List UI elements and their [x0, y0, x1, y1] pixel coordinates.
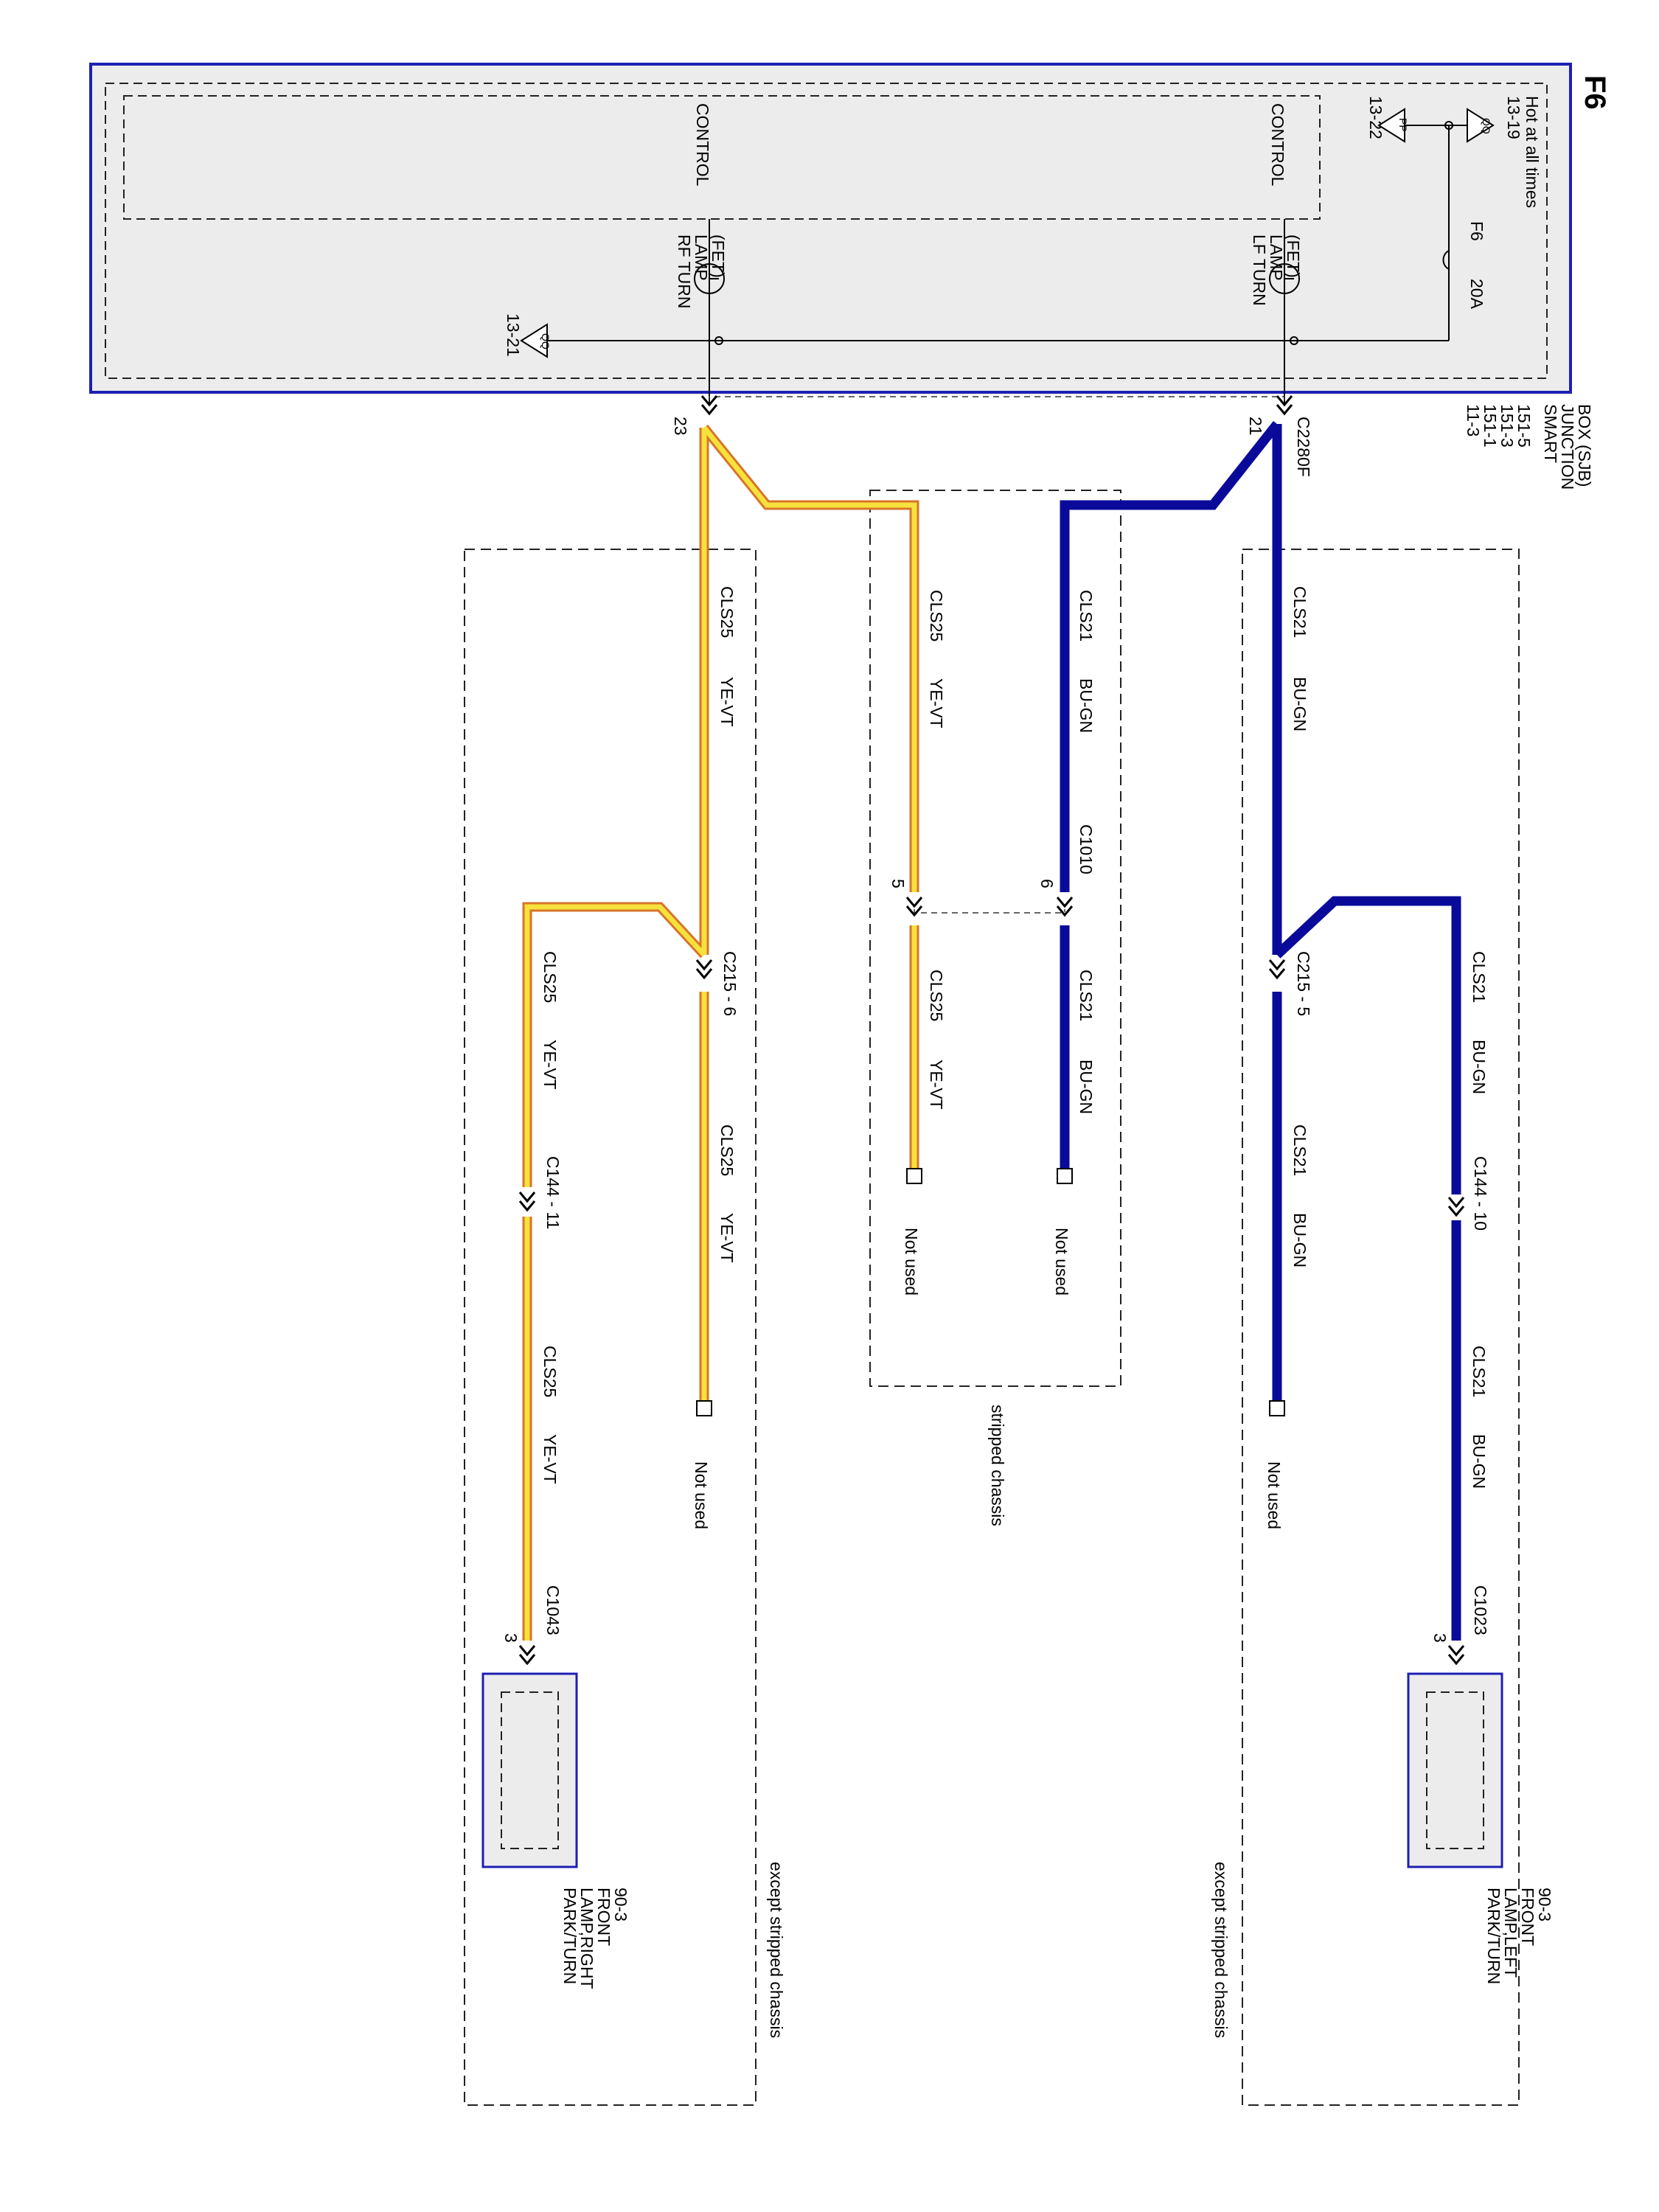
svg-text:CLS21: CLS21 [1077, 590, 1096, 641]
wire-labels: CLS21 BU-GN CLS21 BU-GN CLS21 BU-GN CLS2… [540, 586, 1489, 1489]
svg-text:CLS25: CLS25 [927, 970, 946, 1021]
pin-23: 23 [671, 417, 690, 436]
svg-text:CLS21: CLS21 [1290, 1124, 1310, 1176]
svg-text:CLS25: CLS25 [540, 951, 560, 1003]
park-turn-lamp-right-front [481, 1672, 578, 1868]
svg-text:CLS21: CLS21 [1470, 951, 1489, 1003]
connector-c215-5 [1268, 959, 1286, 979]
pp-symbol: PP [1377, 108, 1409, 143]
qq-symbol-top: QQ [1467, 108, 1495, 143]
rf-turn-fet [694, 219, 725, 406]
label-stripped-chassis: stripped chassis [988, 1405, 1007, 1526]
not-used-label-3: Not used [1052, 1228, 1071, 1295]
connector-c1043 [518, 1644, 536, 1665]
svg-text:YE-VT: YE-VT [717, 1213, 737, 1263]
svg-text:CLS25: CLS25 [540, 1346, 560, 1397]
not-used-terminal-c1010-5 [906, 1168, 922, 1184]
c1010-label: C1010 [1077, 824, 1096, 874]
sjb-name: SMARTJUNCTIONBOX (SJB) [1541, 404, 1594, 490]
connector-c2280f [700, 394, 1293, 415]
svg-text:CLS21: CLS21 [1470, 1346, 1489, 1397]
svg-text:PP: PP [1397, 118, 1409, 132]
not-used-label-4: Not used [902, 1228, 921, 1295]
svg-text:YE-VT: YE-VT [927, 678, 946, 728]
rf-control-label: CONTROL [693, 103, 712, 187]
wires-yellow [522, 424, 919, 1641]
connector-c1023 [1447, 1644, 1465, 1665]
svg-text:BU-GN: BU-GN [1077, 1060, 1096, 1114]
label-except-stripped-left: except stripped chassis [1211, 1862, 1231, 2038]
not-used-terminal-c215-6 [696, 1400, 712, 1416]
svg-text:CLS25: CLS25 [717, 586, 737, 638]
ref-13-19: 13-19 [1504, 96, 1523, 139]
c144-10-label: C144 - 10 [1471, 1156, 1490, 1231]
lf-control-label: CONTROL [1268, 103, 1287, 187]
connector-c144-10 [1447, 1196, 1465, 1217]
c215-6-label: C215 - 6 [720, 951, 740, 1016]
connector-c144-11 [518, 1191, 536, 1211]
rf-turn-lamp-label: RF TURNLAMP(FET) [675, 234, 728, 309]
qq-symbol-bottom: QQ [520, 323, 552, 358]
not-used-label-1: Not used [1265, 1461, 1284, 1529]
c1043-pin3: 3 [501, 1633, 521, 1643]
c1010-pin5: 5 [888, 879, 908, 888]
label-except-stripped-right: except stripped chassis [767, 1862, 786, 2038]
pin-21: 21 [1246, 417, 1265, 436]
fuse-rating: 20A [1467, 279, 1486, 310]
svg-text:YE-VT: YE-VT [540, 1040, 560, 1090]
svg-text:CLS25: CLS25 [927, 590, 946, 641]
lf-turn-lamp-label: LF TURNLAMP(FET) [1250, 234, 1303, 306]
c1023-pin3: 3 [1430, 1633, 1450, 1643]
wires-blue [1060, 420, 1461, 1641]
c1043-label: C1043 [543, 1585, 563, 1635]
c1010-bracket [914, 909, 1065, 914]
lamp-left-label: PARK/TURNLAMP,LEFTFRONT90-3 [1484, 1888, 1554, 1984]
svg-text:YE-VT: YE-VT [927, 1060, 946, 1110]
not-used-label-2: Not used [692, 1461, 711, 1529]
lamp-right-label: PARK/TURNLAMP,RIGHTFRONT90-3 [560, 1888, 630, 1989]
sjb-refs: 11-3151-1151-3151-5 [1464, 404, 1534, 448]
not-used-terminal-c1010-6 [1057, 1168, 1073, 1184]
fuse-label: F6 [1467, 221, 1486, 241]
fuse-f6-symbol [1442, 250, 1450, 270]
region-right-except-stripped [464, 549, 757, 2106]
hot-at-all-times: Hot at all times [1523, 96, 1542, 208]
ref-13-21: 13-21 [504, 313, 523, 357]
svg-text:YE-VT: YE-VT [540, 1434, 560, 1484]
region-left-except-stripped [1242, 549, 1520, 2106]
wire-cls21-stripped [1060, 420, 1281, 892]
svg-text:BU-GN: BU-GN [1470, 1434, 1489, 1489]
c144-11-label: C144 - 11 [543, 1156, 563, 1229]
wire-cls25-branch [524, 904, 706, 1187]
ref-13-22: 13-22 [1366, 96, 1385, 139]
region-stripped-chassis [869, 490, 1121, 1387]
not-used-terminal-c215-5 [1269, 1400, 1285, 1416]
svg-text:BU-GN: BU-GN [1290, 677, 1310, 731]
sjb-outer-frame [89, 63, 1572, 394]
connector-c215-6 [695, 959, 713, 979]
lf-turn-fet [1269, 219, 1300, 406]
c1010-pin6: 6 [1037, 879, 1057, 888]
c1023-label: C1023 [1471, 1585, 1490, 1635]
smart-junction-box: SMARTJUNCTIONBOX (SJB) 11-3151-1151-3151… [89, 63, 1594, 490]
svg-text:YE-VT: YE-VT [717, 677, 737, 727]
wire-cls25-stripped [702, 425, 917, 892]
c2280f-label: C2280F [1294, 417, 1313, 477]
svg-text:BU-GN: BU-GN [1077, 678, 1096, 733]
svg-text:QQ: QQ [540, 333, 552, 349]
page-id: F6 [1579, 75, 1611, 110]
park-turn-lamp-left-front [1407, 1672, 1503, 1868]
svg-text:CLS25: CLS25 [717, 1124, 737, 1176]
c215-5-label: C215 - 5 [1294, 951, 1313, 1016]
svg-text:CLS21: CLS21 [1290, 586, 1310, 638]
sjb-inner-dashed [105, 83, 1548, 379]
svg-text:CLS21: CLS21 [1077, 970, 1096, 1021]
svg-text:BU-GN: BU-GN [1470, 1040, 1489, 1094]
splice-dot [1444, 121, 1453, 130]
wire-cls21-branch [1273, 896, 1461, 1194]
svg-text:BU-GN: BU-GN [1290, 1213, 1310, 1267]
svg-text:QQ: QQ [1481, 118, 1492, 134]
